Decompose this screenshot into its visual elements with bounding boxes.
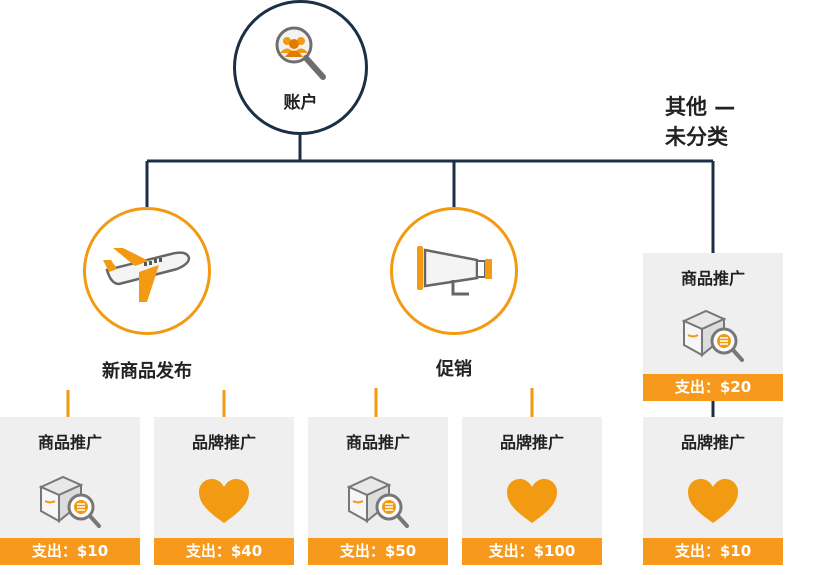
card-title: 品牌推广 [191, 433, 256, 452]
other-uncategorized-label: 其他 — 未分类 [665, 92, 735, 152]
card-product-promo-2: 商品推广 支出：$50 [308, 417, 448, 565]
card-title: 商品推广 [680, 269, 745, 288]
megaphone-icon [417, 246, 492, 296]
card-spend: 支出：$100 [462, 538, 602, 565]
product-search-icon [38, 475, 101, 528]
card-brand-promo-3: 品牌推广 支出：$10 [643, 417, 783, 565]
promotion-label: 促销 [436, 359, 472, 380]
card-title: 商品推广 [37, 433, 102, 452]
card-title: 商品推广 [345, 433, 410, 452]
card-product-promo-1: 商品推广 支出：$10 [0, 417, 140, 565]
card-spend: 支出：$40 [154, 538, 294, 565]
other-line-2: 未分类 [665, 125, 728, 149]
heart-icon [507, 479, 557, 523]
airplane-icon [103, 248, 191, 302]
card-spend: 支出：$10 [643, 538, 783, 565]
new-product-node [83, 207, 211, 335]
account-node: 账户 [233, 0, 368, 135]
promotion-node [390, 207, 518, 335]
card-title: 品牌推广 [680, 433, 745, 452]
product-search-icon [681, 309, 744, 362]
card-title: 品牌推广 [499, 433, 564, 452]
heart-icon [688, 479, 738, 523]
card-brand-promo-1: 品牌推广 支出：$40 [154, 417, 294, 565]
new-product-label: 新商品发布 [102, 361, 192, 382]
card-product-promo-3: 商品推广 支出：$20 [643, 253, 783, 401]
card-brand-promo-2: 品牌推广 支出：$100 [462, 417, 602, 565]
account-label: 账户 [283, 93, 318, 113]
card-spend: 支出：$10 [0, 538, 140, 565]
card-spend: 支出：$20 [643, 374, 783, 401]
heart-icon [199, 479, 249, 523]
other-line-1: 其他 — [665, 95, 736, 119]
card-spend: 支出：$50 [308, 538, 448, 565]
account-search-icon [275, 26, 326, 80]
product-search-icon [346, 475, 409, 528]
